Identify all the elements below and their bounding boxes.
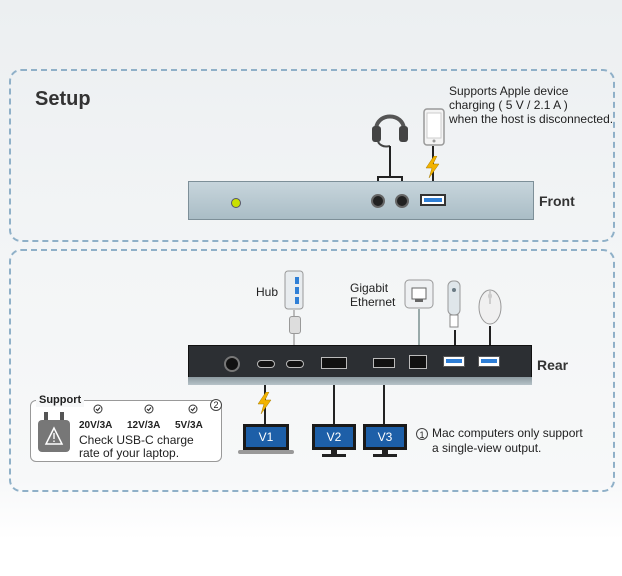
front-label: Front <box>539 193 575 209</box>
phone-icon <box>423 108 445 146</box>
hub-icon <box>284 270 304 310</box>
hdmi-cable <box>383 385 385 425</box>
monitor-label-v3: V3 <box>377 430 393 444</box>
hdmi-port[interactable] <box>373 358 395 368</box>
power-adapter-icon <box>38 412 70 452</box>
displayport-cable <box>333 385 335 425</box>
rating-5v: 5V/3A <box>175 420 203 431</box>
dc-power-port[interactable] <box>224 356 240 372</box>
rear-usb-port-2[interactable] <box>478 356 500 367</box>
lightning-icon <box>257 392 272 414</box>
headset-icon <box>372 114 408 148</box>
note-marker-2: 2 <box>210 399 222 411</box>
dock-front-panel <box>188 181 534 220</box>
lightning-icon <box>425 156 440 178</box>
mac-note-line-2: a single-view output. <box>432 441 542 455</box>
monitor-label-v2: V2 <box>326 430 342 444</box>
headset-cable <box>389 146 391 176</box>
audio-jack[interactable] <box>395 194 409 208</box>
hub-plug <box>289 316 301 334</box>
usb-c-host-port[interactable] <box>257 360 275 368</box>
apple-note-line-1: Supports Apple device <box>449 84 569 98</box>
front-usb-port[interactable] <box>420 194 446 206</box>
rear-usb-port-1[interactable] <box>443 356 465 367</box>
check-icon <box>93 404 103 414</box>
usb-stick-icon <box>447 280 461 328</box>
note-marker-1: 1 <box>416 428 428 440</box>
mouse-cable <box>489 326 491 352</box>
check-icon <box>144 404 154 414</box>
support-note-line-1: Check USB-C charge <box>79 433 194 447</box>
monitor-neck <box>331 450 337 454</box>
page-title: Setup <box>35 88 91 110</box>
rating-20v: 20V/3A <box>79 420 113 431</box>
monitor-icon: V3 <box>363 424 407 450</box>
support-note-line-2: rate of your laptop. <box>79 446 180 460</box>
monitor-stand <box>322 454 346 457</box>
ethernet-cable <box>418 309 420 357</box>
ethernet-label-line-2: Ethernet <box>350 295 396 309</box>
ethernet-label-line-1: Gigabit <box>350 281 389 295</box>
monitor-neck <box>382 450 388 454</box>
setup-front-panel <box>9 69 615 242</box>
power-led <box>231 198 241 208</box>
monitor-icon: V2 <box>312 424 356 450</box>
mac-note-line-1: Mac computers only support <box>432 426 583 440</box>
laptop-base <box>238 450 294 454</box>
support-title: Support <box>36 393 85 407</box>
usb-c-hub-port[interactable] <box>286 360 304 368</box>
mic-jack[interactable] <box>371 194 385 208</box>
rear-label: Rear <box>537 357 569 373</box>
monitor-label-v1: V1 <box>258 430 274 444</box>
laptop-icon: V1 <box>243 424 289 450</box>
hub-label: Hub <box>256 285 279 299</box>
ethernet-adapter-icon <box>404 279 434 309</box>
apple-note-line-2: charging ( 5 V / 2.1 A ) <box>449 98 568 112</box>
setup-rear-panel <box>9 249 615 492</box>
ethernet-port[interactable] <box>409 355 427 369</box>
check-icon <box>188 404 198 414</box>
usb-stick-link <box>454 330 456 352</box>
mouse-icon <box>478 289 502 325</box>
rating-12v: 12V/3A <box>127 420 161 431</box>
apple-note-line-3: when the host is disconnected. <box>449 112 614 126</box>
headset-split <box>377 176 403 178</box>
monitor-stand <box>373 454 397 457</box>
displayport-port[interactable] <box>321 357 347 369</box>
dock-rear-panel-edge <box>188 377 532 385</box>
